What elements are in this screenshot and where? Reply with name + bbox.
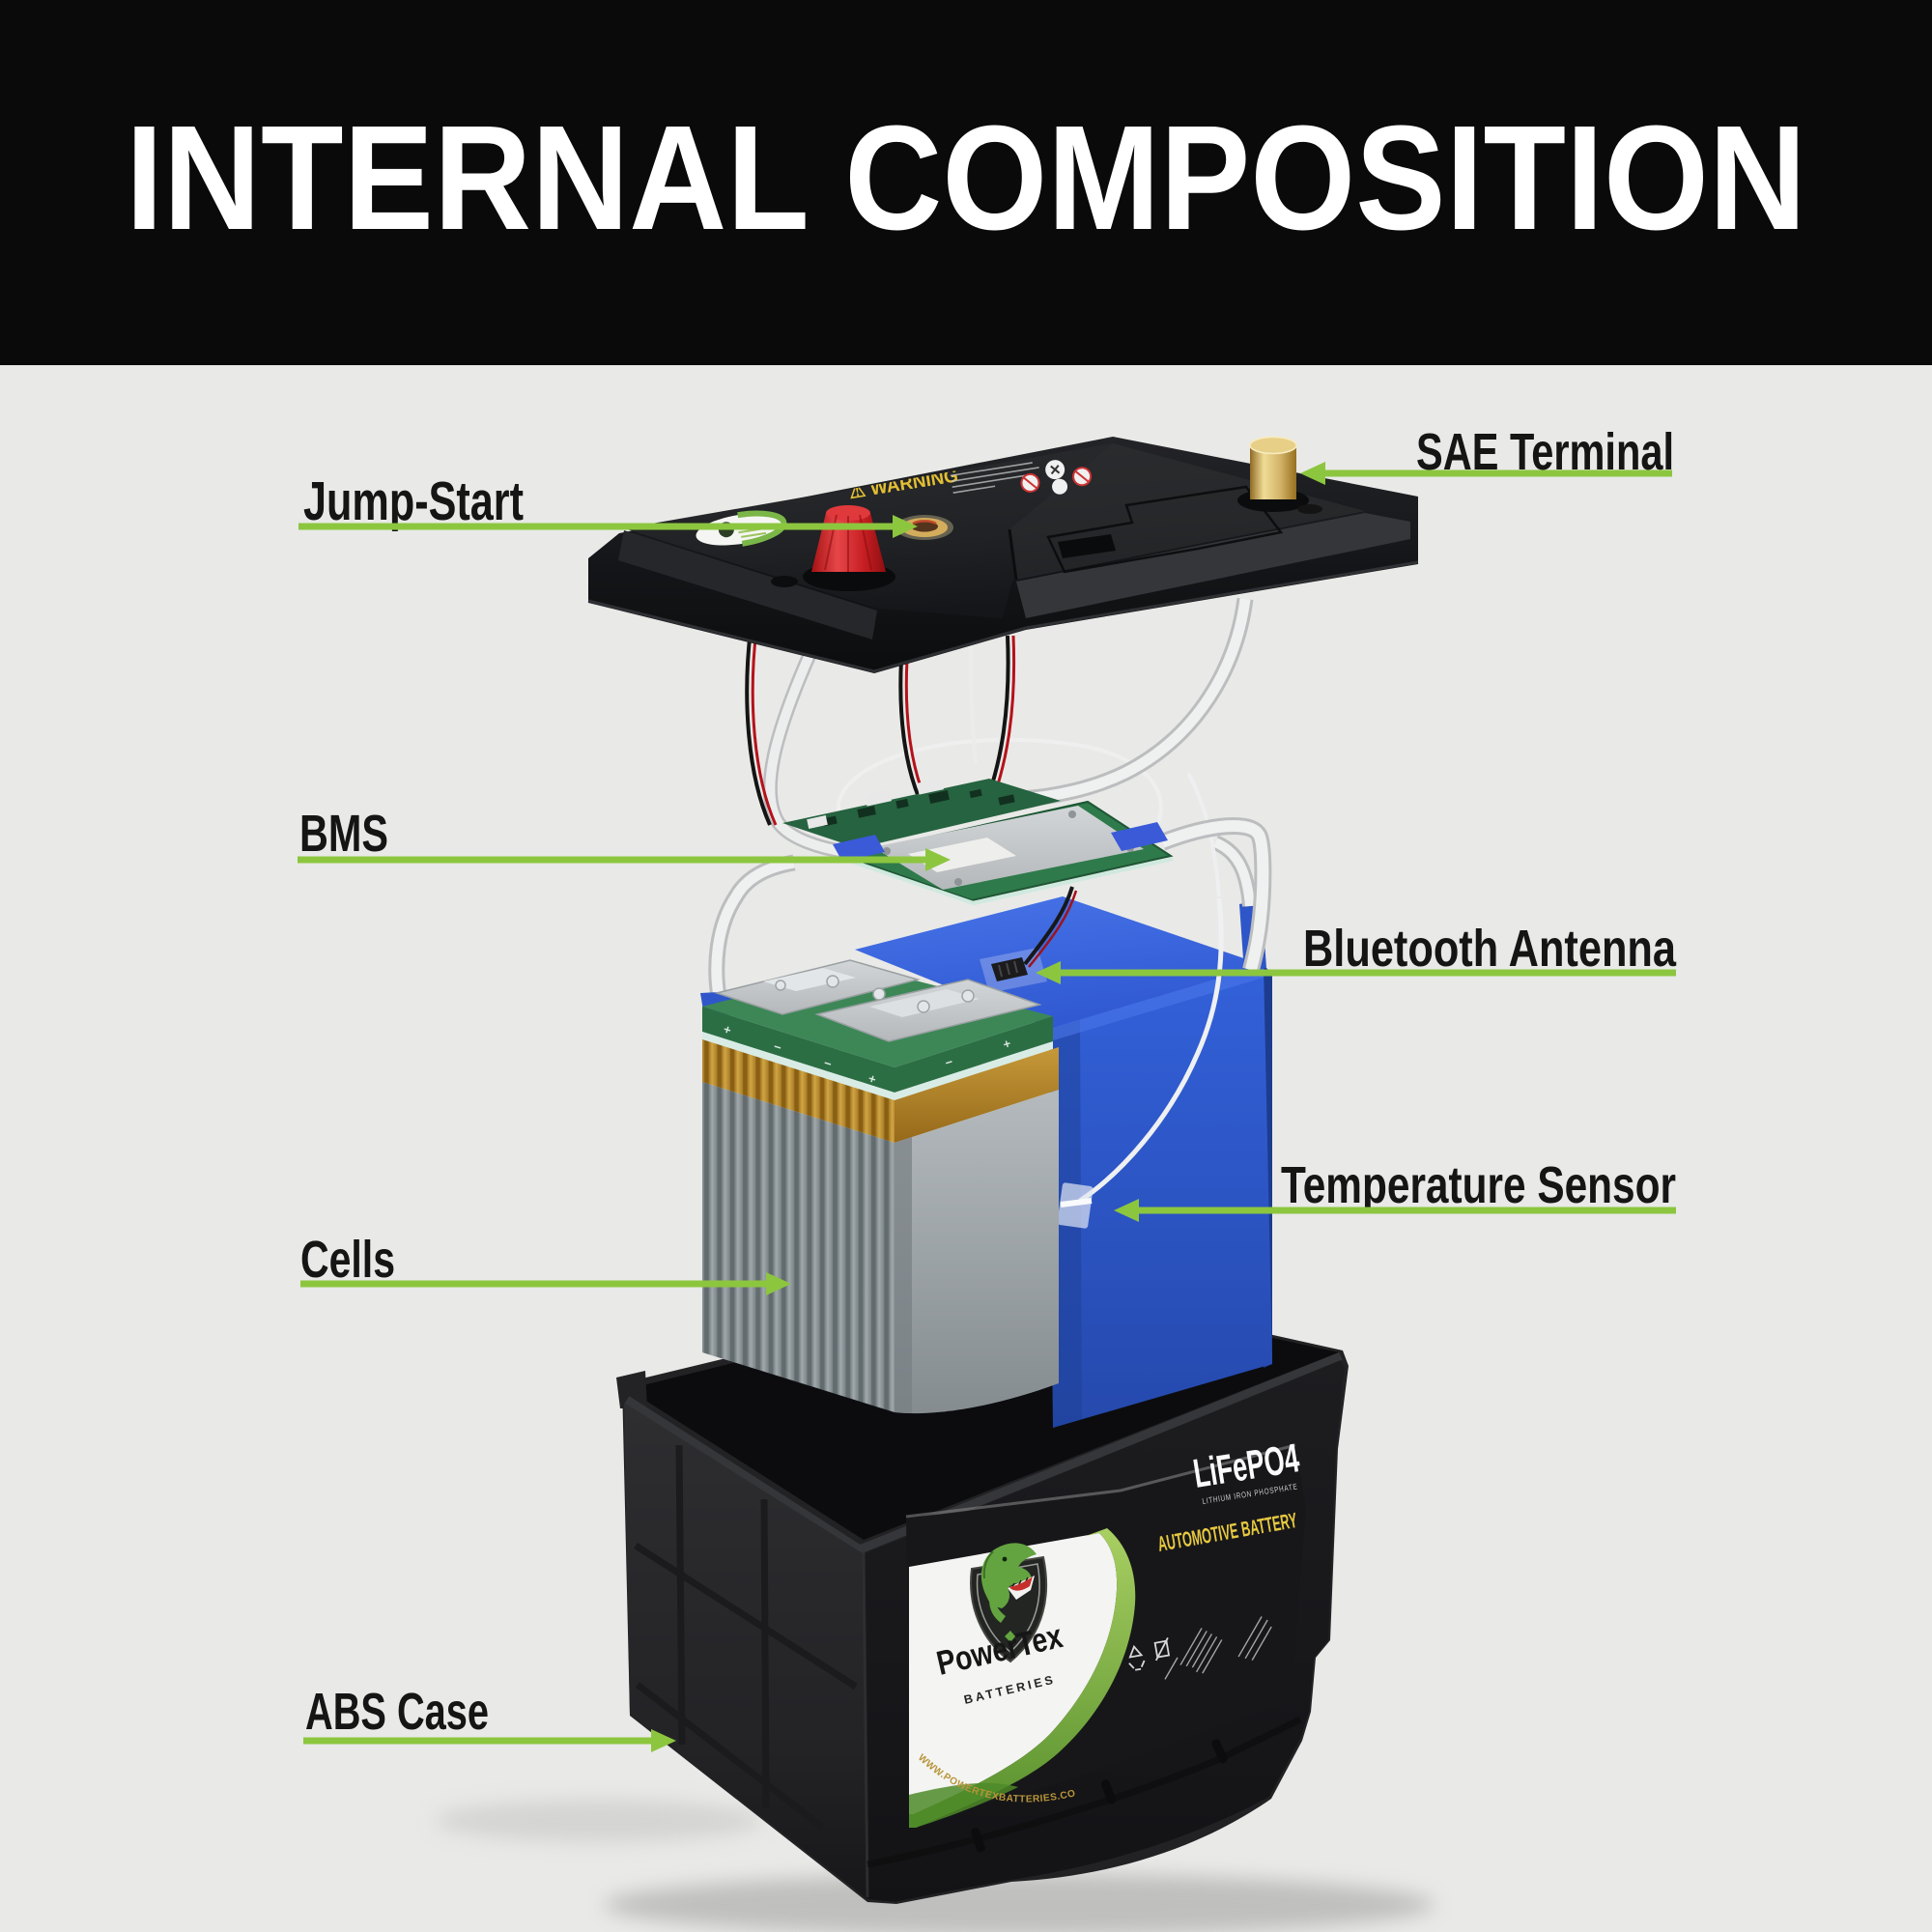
svg-text:Temperature Sensor: Temperature Sensor: [1281, 1156, 1676, 1214]
svg-text:INTERNAL COMPOSITION: INTERNAL COMPOSITION: [126, 95, 1806, 261]
svg-text:Cells: Cells: [300, 1231, 395, 1289]
svg-text:BMS: BMS: [299, 805, 388, 863]
svg-text:ABS Case: ABS Case: [305, 1683, 489, 1741]
svg-text:Jump-Start: Jump-Start: [303, 470, 524, 532]
svg-text:Bluetooth Antenna: Bluetooth Antenna: [1303, 920, 1677, 978]
